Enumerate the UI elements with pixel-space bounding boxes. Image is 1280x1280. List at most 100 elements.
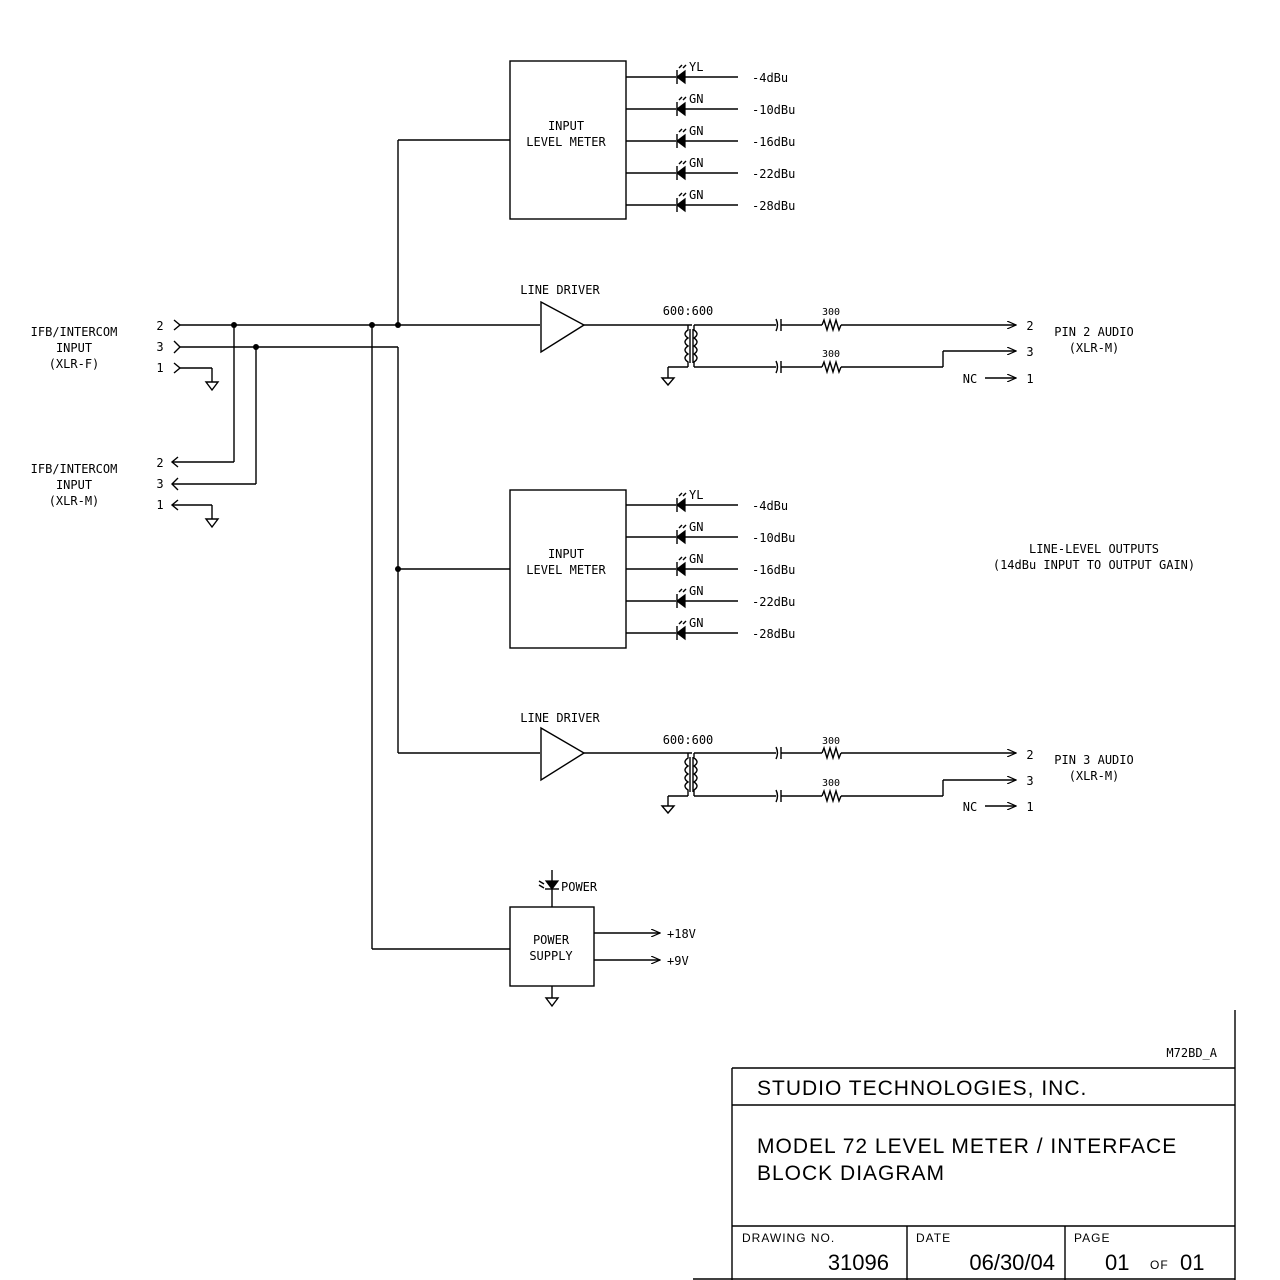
ground-icon xyxy=(544,997,560,1008)
rail-9v: +9V xyxy=(667,954,689,968)
signal-bus xyxy=(180,139,540,950)
driver-bottom-label: LINE DRIVER xyxy=(520,711,600,725)
connector-chevron xyxy=(173,340,181,354)
resistor-icon xyxy=(821,359,842,375)
rail-18v: +18V xyxy=(667,927,696,941)
led-row: GN -16dBu xyxy=(626,552,795,577)
led-level-label: -16dBu xyxy=(752,563,795,577)
led-level-label: -10dBu xyxy=(752,103,795,117)
resistor-icon xyxy=(821,788,842,804)
input-xlr-f-pin-1: 1 xyxy=(156,361,163,375)
junction-dot xyxy=(369,322,375,328)
junction-dot xyxy=(253,344,259,350)
led-row: GN-22dBu xyxy=(626,156,795,181)
connector-chevron xyxy=(173,362,182,374)
output-pin-2: 2 xyxy=(1026,319,1033,333)
ground-icon xyxy=(204,381,220,392)
output-pin-1: 1 xyxy=(1026,800,1033,814)
led-row: YL-4dBu xyxy=(626,488,788,513)
nc-label: NC xyxy=(963,800,977,814)
meter-top: INPUT LEVEL METER YL-4dBuGN-10dBuGN-16dB… xyxy=(509,60,795,220)
led-icon xyxy=(676,96,687,117)
page-number: 01 xyxy=(1105,1250,1129,1275)
page-label: PAGE xyxy=(1074,1231,1110,1245)
input-xlr-f-pin-3: 3 xyxy=(156,340,163,354)
resistor-icon xyxy=(821,317,842,333)
driver-bottom-output-label-2: (XLR-M) xyxy=(1069,769,1120,783)
resistor-value: 300 xyxy=(822,778,840,789)
amplifier-icon xyxy=(540,726,586,782)
resistor-icon xyxy=(821,745,842,761)
output-pin-3: 3 xyxy=(1026,345,1033,359)
driver-top-transformer: 600:600 xyxy=(663,304,714,318)
driver-top-label: LINE DRIVER xyxy=(520,283,600,297)
input-xlr-m-pin-1: 1 xyxy=(156,498,163,512)
led-row: GN -10dBu xyxy=(626,92,795,117)
ground-icon xyxy=(660,377,676,387)
led-row: GN -16dBu xyxy=(626,124,795,149)
led-level-label: -22dBu xyxy=(752,167,795,181)
input-xlr-m-pin-3: 3 xyxy=(156,477,163,491)
transformer-icon xyxy=(684,325,698,367)
nc-label: NC xyxy=(963,372,977,386)
led-level-label: -4dBu xyxy=(752,71,788,85)
driver-top: LINE DRIVER 600:600 300 300 NC xyxy=(520,283,1134,387)
input-xlr-f-label-2: INPUT xyxy=(56,341,92,355)
led-icon xyxy=(676,556,687,577)
led-row: GN-28dBu xyxy=(626,188,795,213)
drawing-title-2: BLOCK DIAGRAM xyxy=(757,1162,945,1185)
led-level-label: -28dBu xyxy=(752,199,795,213)
ground-icon xyxy=(204,518,220,529)
meter-top-label-1: INPUT xyxy=(548,119,584,133)
input-xlr-m-label-3: (XLR-M) xyxy=(49,494,100,508)
drawing-no: 31096 xyxy=(828,1250,889,1275)
meter-bottom: INPUT LEVEL METER YL-4dBuGN-10dBuGN-16dB… xyxy=(509,488,795,649)
input-xlr-f-pin-2: 2 xyxy=(156,319,163,333)
led-icon xyxy=(676,192,687,213)
output-pin-1: 1 xyxy=(1026,372,1033,386)
input-xlr-m: IFB/INTERCOM INPUT (XLR-M) 2 3 1 xyxy=(31,456,256,529)
led-row: YL -4dBu xyxy=(626,60,788,85)
transformer-icon xyxy=(684,753,698,796)
outputs-note-1: LINE-LEVEL OUTPUTS xyxy=(1029,542,1159,556)
driver-top-output-label-2: (XLR-M) xyxy=(1069,341,1120,355)
led-color-label: YL xyxy=(689,60,703,74)
page-of: OF xyxy=(1150,1258,1169,1272)
amplifier-icon xyxy=(540,300,586,354)
input-xlr-f-label-3: (XLR-F) xyxy=(49,357,100,371)
led-icon xyxy=(676,524,687,545)
led-color-label: GN xyxy=(689,552,703,566)
power-led-icon xyxy=(538,880,560,890)
led-icon xyxy=(676,492,687,513)
driver-top-output-label-1: PIN 2 AUDIO xyxy=(1054,325,1133,339)
led-level-label: -22dBu xyxy=(752,595,795,609)
input-xlr-f: IFB/INTERCOM INPUT (XLR-F) 2 3 1 xyxy=(31,319,220,392)
led-row: GN-10dBu xyxy=(626,520,795,545)
led-color-label: GN xyxy=(689,92,703,106)
drawing-no-label: DRAWING NO. xyxy=(742,1231,835,1245)
led-icon xyxy=(676,588,687,609)
ground-icon xyxy=(660,805,676,815)
led-color-label: GN xyxy=(689,584,703,598)
led-color-label: GN xyxy=(689,520,703,534)
capacitor-icon xyxy=(775,789,782,803)
power-supply-label-1: POWER xyxy=(533,933,570,947)
led-color-label: GN xyxy=(689,124,703,138)
input-xlr-m-label-2: INPUT xyxy=(56,478,92,492)
led-level-label: -28dBu xyxy=(752,627,795,641)
outputs-note-2: (14dBu INPUT TO OUTPUT GAIN) xyxy=(993,558,1195,572)
resistor-value: 300 xyxy=(822,349,840,360)
drawing-ref: M72BD_A xyxy=(1166,1046,1217,1060)
title-block: M72BD_A STUDIO TECHNOLOGIES, INC. MODEL … xyxy=(693,1010,1236,1280)
input-xlr-m-label-1: IFB/INTERCOM xyxy=(31,462,118,476)
meter-bottom-label-1: INPUT xyxy=(548,547,584,561)
input-xlr-m-pin-2: 2 xyxy=(156,456,163,470)
capacitor-icon xyxy=(775,360,782,374)
meter-bottom-label-2: LEVEL METER xyxy=(526,563,606,577)
junction-dot xyxy=(231,322,237,328)
driver-bottom-transformer: 600:600 xyxy=(663,733,714,747)
led-level-label: -16dBu xyxy=(752,135,795,149)
